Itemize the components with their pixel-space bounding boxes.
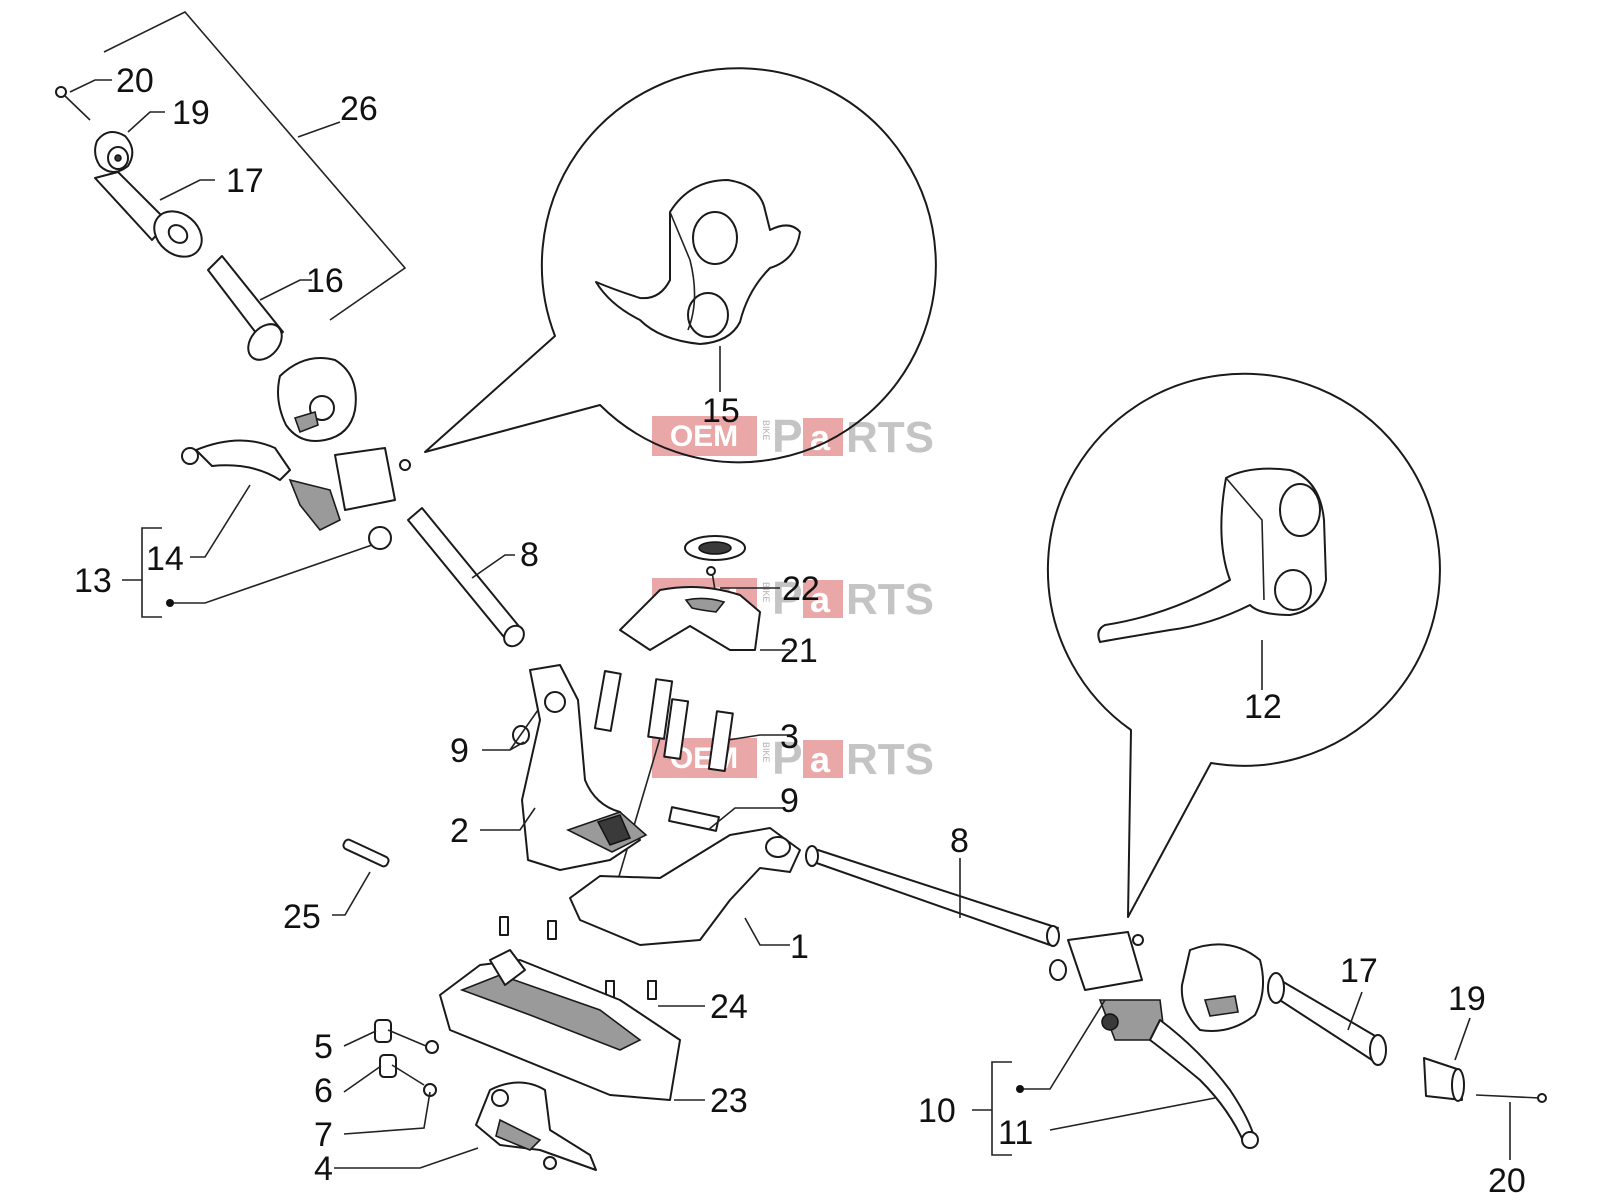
handlebar-right: [805, 845, 1060, 947]
callout-24: 24: [710, 988, 748, 1026]
brake-lever-assembly-left: [181, 439, 411, 550]
callout-11: 11: [998, 1114, 1033, 1152]
callout-19-right: 19: [1448, 980, 1486, 1018]
bolt-9-lower: [668, 806, 720, 832]
callout-9-right: 9: [780, 782, 799, 820]
callout-12: 12: [1244, 688, 1282, 726]
callout-23: 23: [710, 1082, 748, 1120]
callout-9-left: 9: [450, 732, 469, 770]
callout-26: 26: [340, 90, 378, 128]
callout-13: 13: [74, 562, 112, 600]
svg-text:P: P: [772, 732, 803, 784]
grip-right: [1267, 972, 1387, 1066]
fasteners-5-6-7: [374, 1019, 439, 1097]
callout-10: 10: [918, 1092, 956, 1130]
switch-housing-left: [277, 357, 357, 442]
callout-20-left: 20: [116, 62, 154, 100]
callout-8-top: 8: [520, 536, 539, 574]
callout-17-right: 17: [1340, 952, 1378, 990]
pin-25: [342, 838, 390, 868]
detail-bubble-12: [1046, 372, 1441, 918]
callout-labels: 1 2 3 4 5 6 7 8 8 9 9 10 11 12 13 14 15 …: [74, 62, 1526, 1200]
callout-2: 2: [450, 812, 469, 850]
brake-lever-right: [1149, 1019, 1259, 1149]
switch-housing-right: [1180, 943, 1265, 1032]
callout-21: 21: [780, 632, 818, 670]
screws-cover: [499, 916, 657, 1000]
detail-bubble-15: [424, 67, 937, 464]
grip-left: [94, 171, 203, 258]
cover-upper: [619, 585, 761, 651]
bar-end-weight-left: [94, 131, 134, 173]
emblem-cap: [684, 535, 746, 561]
svg-text:OEM: OEM: [670, 420, 738, 453]
callout-3: 3: [780, 718, 799, 756]
throttle-tube-left: [207, 255, 284, 361]
callout-19-left: 19: [172, 94, 210, 132]
callout-7: 7: [314, 1116, 333, 1154]
bullet-10: [1016, 1085, 1024, 1093]
callout-5: 5: [314, 1028, 333, 1066]
callout-6: 6: [314, 1072, 333, 1110]
brake-master-cylinder-right: [1049, 931, 1166, 1041]
leader-lines: [69, 11, 1511, 1169]
handlebar-clamp-lower: [569, 827, 801, 946]
switch-housing-left-detail: [595, 179, 801, 345]
bar-end-screw-left: [55, 86, 91, 121]
rear-brake-lever-assembly: [475, 1081, 597, 1171]
callout-14: 14: [146, 540, 184, 578]
svg-text:RTS: RTS: [846, 575, 934, 624]
svg-text:BIKE: BIKE: [761, 420, 771, 441]
svg-text:P: P: [772, 572, 803, 624]
callout-25: 25: [283, 898, 321, 936]
handlebar-riser-upper: [521, 664, 648, 871]
callout-22: 22: [782, 570, 820, 608]
svg-text:BIKE: BIKE: [761, 582, 771, 603]
bullet-13: [166, 599, 174, 607]
svg-text:a: a: [810, 417, 831, 458]
svg-text:RTS: RTS: [846, 735, 934, 784]
handlebar-left: [407, 507, 525, 648]
svg-text:a: a: [810, 579, 831, 620]
svg-text:BIKE: BIKE: [761, 742, 771, 763]
screw-22: [706, 566, 716, 591]
callout-1: 1: [790, 928, 809, 966]
riser-bolts: [593, 670, 734, 901]
callout-20-right: 20: [1488, 1162, 1526, 1200]
callout-15: 15: [702, 392, 740, 430]
callout-16: 16: [306, 262, 344, 300]
svg-text:a: a: [810, 739, 831, 780]
cover-lower: [439, 949, 681, 1101]
switch-housing-right-detail: [1097, 467, 1327, 643]
watermark-bottom: OEM BIKE P a RTS: [652, 732, 934, 784]
callout-4: 4: [314, 1150, 333, 1188]
callout-17-left: 17: [226, 162, 264, 200]
callout-8-right: 8: [950, 822, 969, 860]
bar-end-weight-right: [1423, 1057, 1465, 1102]
bar-end-screw-right: [1475, 1093, 1547, 1103]
